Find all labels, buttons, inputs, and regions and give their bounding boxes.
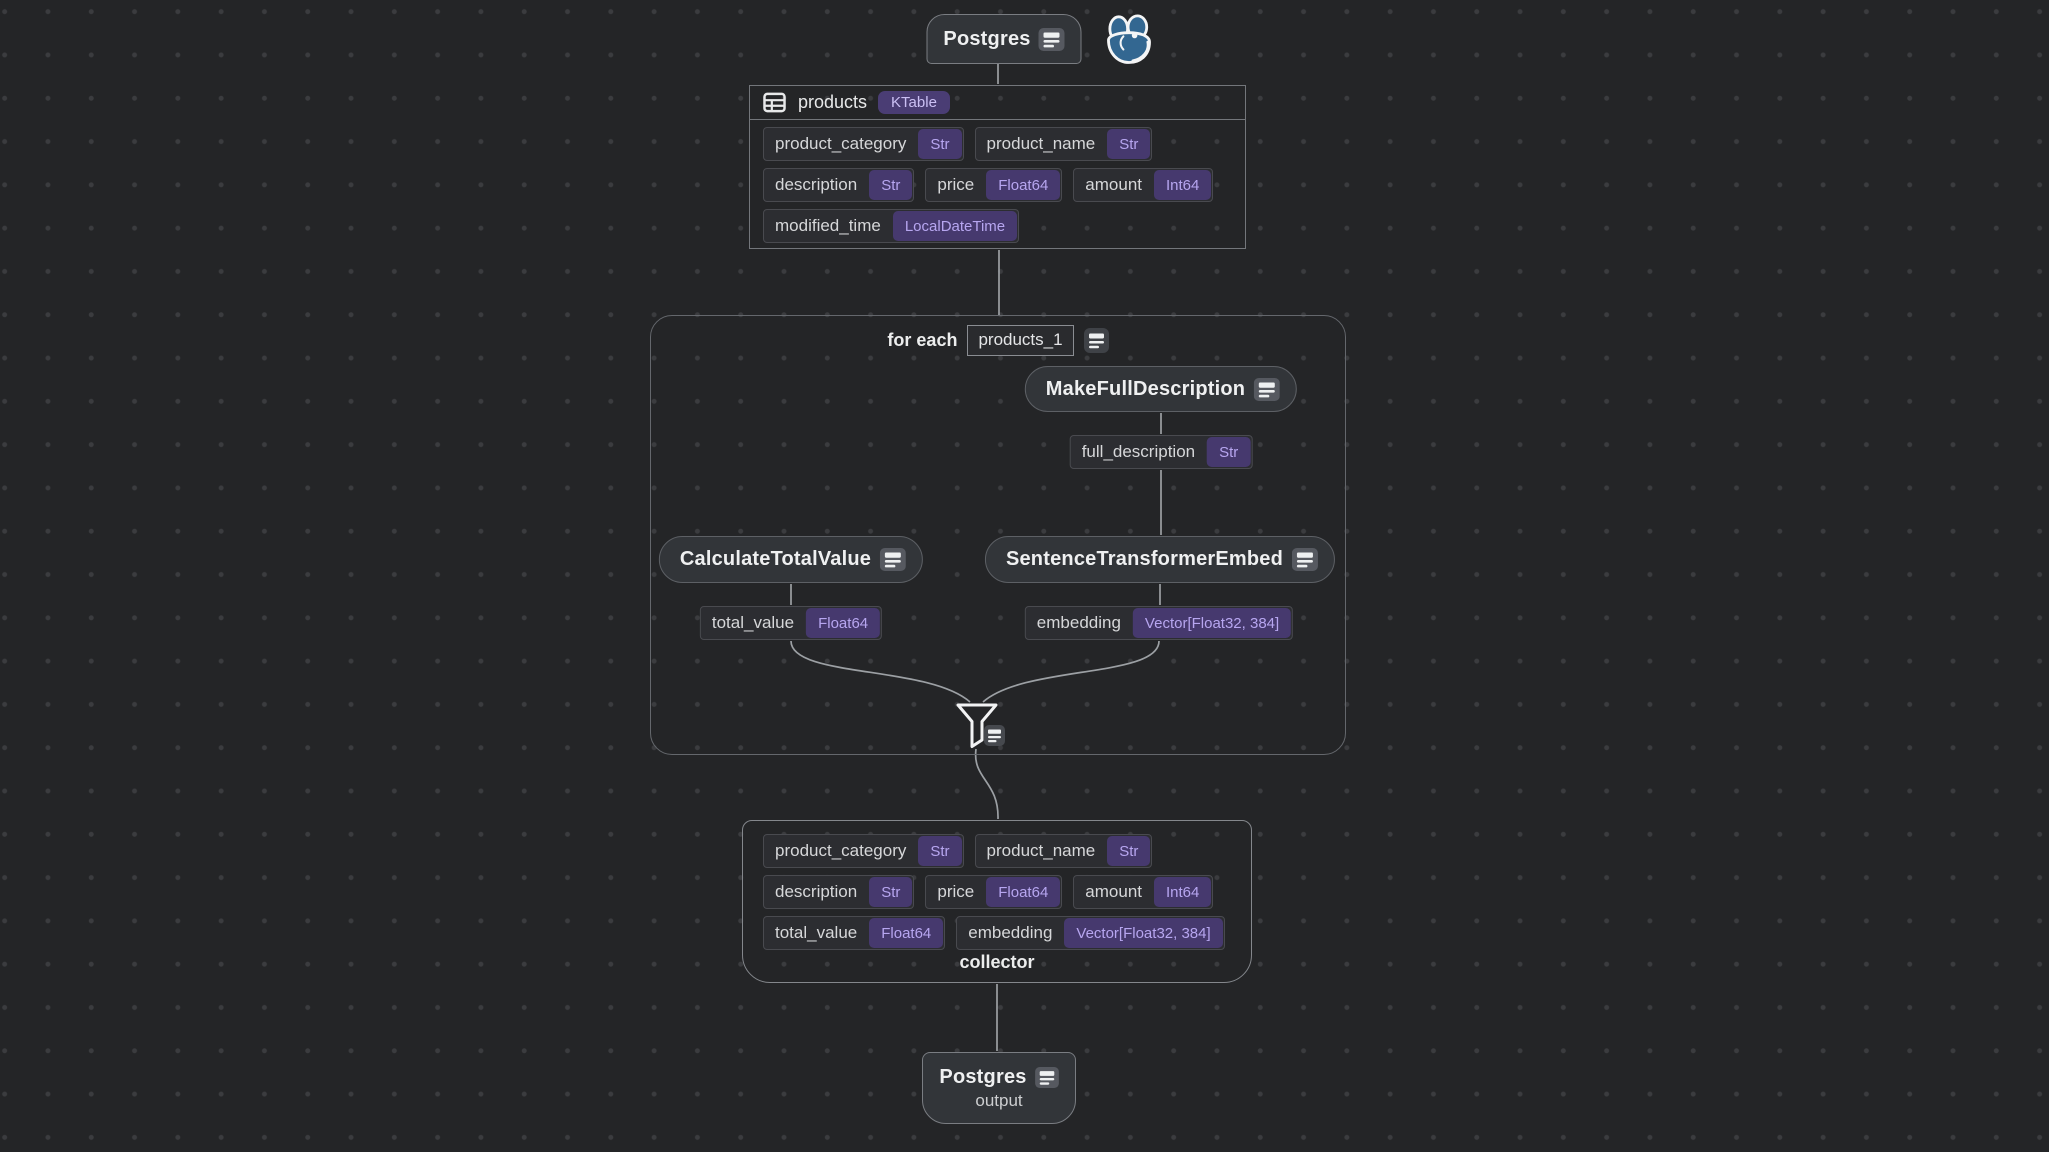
products-table-body: product_category Str product_name Str de… — [750, 120, 1245, 243]
field-chip-product-name[interactable]: product_name Str — [974, 834, 1153, 868]
table-icon — [762, 92, 787, 113]
field-chip-product-name[interactable]: product_name Str — [974, 127, 1153, 161]
node-title: MakeFullDescription — [1045, 377, 1246, 400]
field-type-badge: Float64 — [986, 170, 1061, 200]
collector-body: product_category Str product_name Str de… — [743, 821, 1251, 950]
field-type-badge: Str — [1107, 836, 1151, 866]
field-type-badge: Float64 — [986, 877, 1061, 907]
collector-label: collector — [959, 952, 1035, 972]
output-node-row: Postgres — [939, 1065, 1059, 1089]
field-type-badge: Int64 — [1154, 877, 1212, 907]
field-chip-modified-time[interactable]: modified_time LocalDateTime — [763, 209, 1020, 243]
output-node-subtitle: output — [975, 1090, 1023, 1110]
doc-icon[interactable] — [1034, 1066, 1059, 1088]
make-full-description-node[interactable]: MakeFullDescription — [1024, 366, 1298, 412]
table-row: description Str price Float64 amount Int… — [750, 168, 1245, 202]
field-name: price — [937, 175, 975, 194]
field-name: amount — [1085, 175, 1142, 194]
doc-icon[interactable] — [1254, 377, 1281, 401]
products-table-title: products — [798, 92, 868, 112]
node-title: CalculateTotalValue — [679, 548, 872, 570]
collector-node[interactable]: product_category Str product_name Str de… — [742, 820, 1252, 983]
field-chip-total-value[interactable]: total_value Float64 — [763, 916, 946, 950]
field-type-badge: Vector[Float32, 384] — [1132, 608, 1292, 638]
field-type-badge: Str — [1207, 437, 1251, 467]
field-name: total_value — [775, 923, 858, 942]
table-row: product_category Str product_name Str — [750, 127, 1245, 161]
for-each-label: for each — [887, 329, 958, 350]
field-chip-description[interactable]: description Str — [763, 168, 915, 202]
funnel-icon[interactable] — [955, 701, 999, 753]
doc-icon[interactable] — [880, 548, 907, 571]
products-table-node[interactable]: products KTable product_category Str pro… — [749, 85, 1246, 249]
field-name: product_name — [986, 134, 1096, 153]
doc-icon[interactable] — [984, 725, 1005, 746]
sentence-transformer-embed-node[interactable]: SentenceTransformerEmbed — [984, 536, 1336, 583]
doc-icon[interactable] — [1292, 548, 1319, 571]
for-each-group[interactable]: for each products_1 — [650, 315, 1346, 755]
products-table-header: products KTable — [750, 86, 1245, 120]
field-type-badge: Str — [918, 129, 962, 159]
field-name: description — [775, 882, 858, 901]
field-name: total_value — [711, 613, 795, 632]
calculate-total-value-node[interactable]: CalculateTotalValue — [658, 536, 924, 583]
field-name: embedding — [1036, 613, 1121, 632]
field-name: product_category — [775, 134, 907, 153]
field-name: amount — [1085, 882, 1142, 901]
field-chip-description[interactable]: description Str — [763, 875, 915, 909]
field-type-badge: Vector[Float32, 384] — [1064, 918, 1223, 948]
source-node-row: Postgres — [943, 27, 1065, 51]
field-chip-amount[interactable]: amount Int64 — [1073, 875, 1214, 909]
table-row: modified_time LocalDateTime — [750, 209, 1245, 243]
doc-icon[interactable] — [1083, 327, 1109, 353]
table-row: total_value Float64 embedding Vector[Flo… — [743, 916, 1251, 950]
table-row: product_category Str product_name Str — [743, 834, 1251, 868]
field-chip-price[interactable]: price Float64 — [925, 875, 1063, 909]
field-type-badge: Float64 — [869, 918, 944, 948]
field-type-badge: LocalDateTime — [892, 211, 1018, 241]
field-type-badge: Int64 — [1154, 170, 1212, 200]
field-type-badge: Str — [869, 170, 913, 200]
field-type-badge: Str — [869, 877, 913, 907]
output-node-title: Postgres — [939, 1065, 1027, 1088]
postgres-source-node[interactable]: Postgres — [926, 14, 1082, 64]
field-chip-product-category[interactable]: product_category Str — [763, 127, 964, 161]
wire-funnel-to-collector — [974, 748, 999, 820]
iterator-chip[interactable]: products_1 — [967, 325, 1074, 356]
field-name: description — [775, 175, 858, 194]
field-chip-embedding[interactable]: embedding Vector[Float32, 384] — [1024, 606, 1294, 640]
node-title: SentenceTransformerEmbed — [1005, 548, 1284, 570]
field-name: full_description — [1081, 442, 1196, 461]
field-type-badge: Str — [1107, 129, 1151, 159]
field-name: product_name — [986, 841, 1096, 860]
field-name: product_category — [775, 841, 907, 860]
table-row: description Str price Float64 amount Int… — [743, 875, 1251, 909]
field-type-badge: Float64 — [806, 608, 881, 638]
field-name: modified_time — [775, 216, 881, 235]
postgresql-elephant-logo-icon — [1098, 14, 1160, 70]
ktable-badge: KTable — [878, 91, 950, 114]
postgres-output-node[interactable]: Postgres output — [922, 1052, 1076, 1124]
doc-icon[interactable] — [1038, 27, 1065, 51]
for-each-header: for each products_1 — [651, 325, 1345, 356]
field-chip-amount[interactable]: amount Int64 — [1073, 168, 1214, 202]
field-chip-total-value[interactable]: total_value Float64 — [699, 606, 883, 640]
field-chip-product-category[interactable]: product_category Str — [763, 834, 964, 868]
field-chip-full-description[interactable]: full_description Str — [1069, 435, 1253, 469]
field-type-badge: Str — [918, 836, 962, 866]
source-node-title: Postgres — [943, 27, 1031, 50]
field-chip-price[interactable]: price Float64 — [925, 168, 1063, 202]
field-chip-embedding[interactable]: embedding Vector[Float32, 384] — [956, 916, 1225, 950]
field-name: price — [937, 882, 975, 901]
field-name: embedding — [968, 923, 1053, 942]
